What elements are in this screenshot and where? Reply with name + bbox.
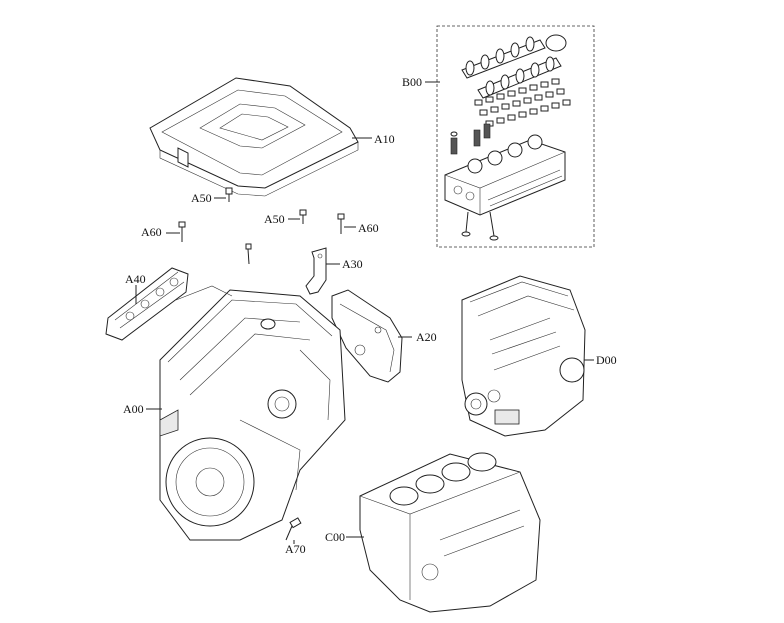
engine-assembly-a00: [159, 285, 346, 541]
rocker-arms: [474, 78, 571, 127]
bracket-a30: [305, 247, 327, 295]
label-a70: A70: [285, 542, 306, 556]
label-a60-left: A60: [141, 225, 162, 239]
engine-cover: [149, 77, 359, 197]
cylinder-head: [444, 134, 566, 216]
bolt-a50-right: [299, 209, 307, 224]
label-a00: A00: [123, 402, 144, 416]
bolt-a60-left: [178, 221, 186, 242]
label-b00: B00: [402, 75, 422, 89]
bolt-a50-left: [225, 187, 233, 202]
label-d00: D00: [596, 353, 617, 367]
valve-springs: [450, 123, 491, 155]
label-c00: C00: [325, 530, 345, 544]
label-a50-left: A50: [191, 191, 212, 205]
label-a10: A10: [374, 132, 395, 146]
label-a60-right: A60: [358, 221, 379, 235]
label-a20: A20: [416, 330, 437, 344]
camshaft-exhaust: [461, 34, 567, 79]
cylinder-block-c00: [359, 452, 541, 613]
camshaft-intake: [477, 56, 562, 99]
complete-engine-d00: [461, 275, 586, 437]
bolt-center: [245, 243, 252, 265]
bolt-a70: [285, 517, 302, 541]
label-a30: A30: [342, 257, 363, 271]
bolt-a60-right: [337, 213, 345, 234]
leader-lines: [135, 81, 594, 544]
label-a40: A40: [125, 272, 146, 286]
valves: [461, 211, 499, 241]
intake-plate-a40: [105, 267, 189, 341]
cylinder-head-group: [436, 25, 595, 248]
label-a50-right: A50: [264, 212, 285, 226]
